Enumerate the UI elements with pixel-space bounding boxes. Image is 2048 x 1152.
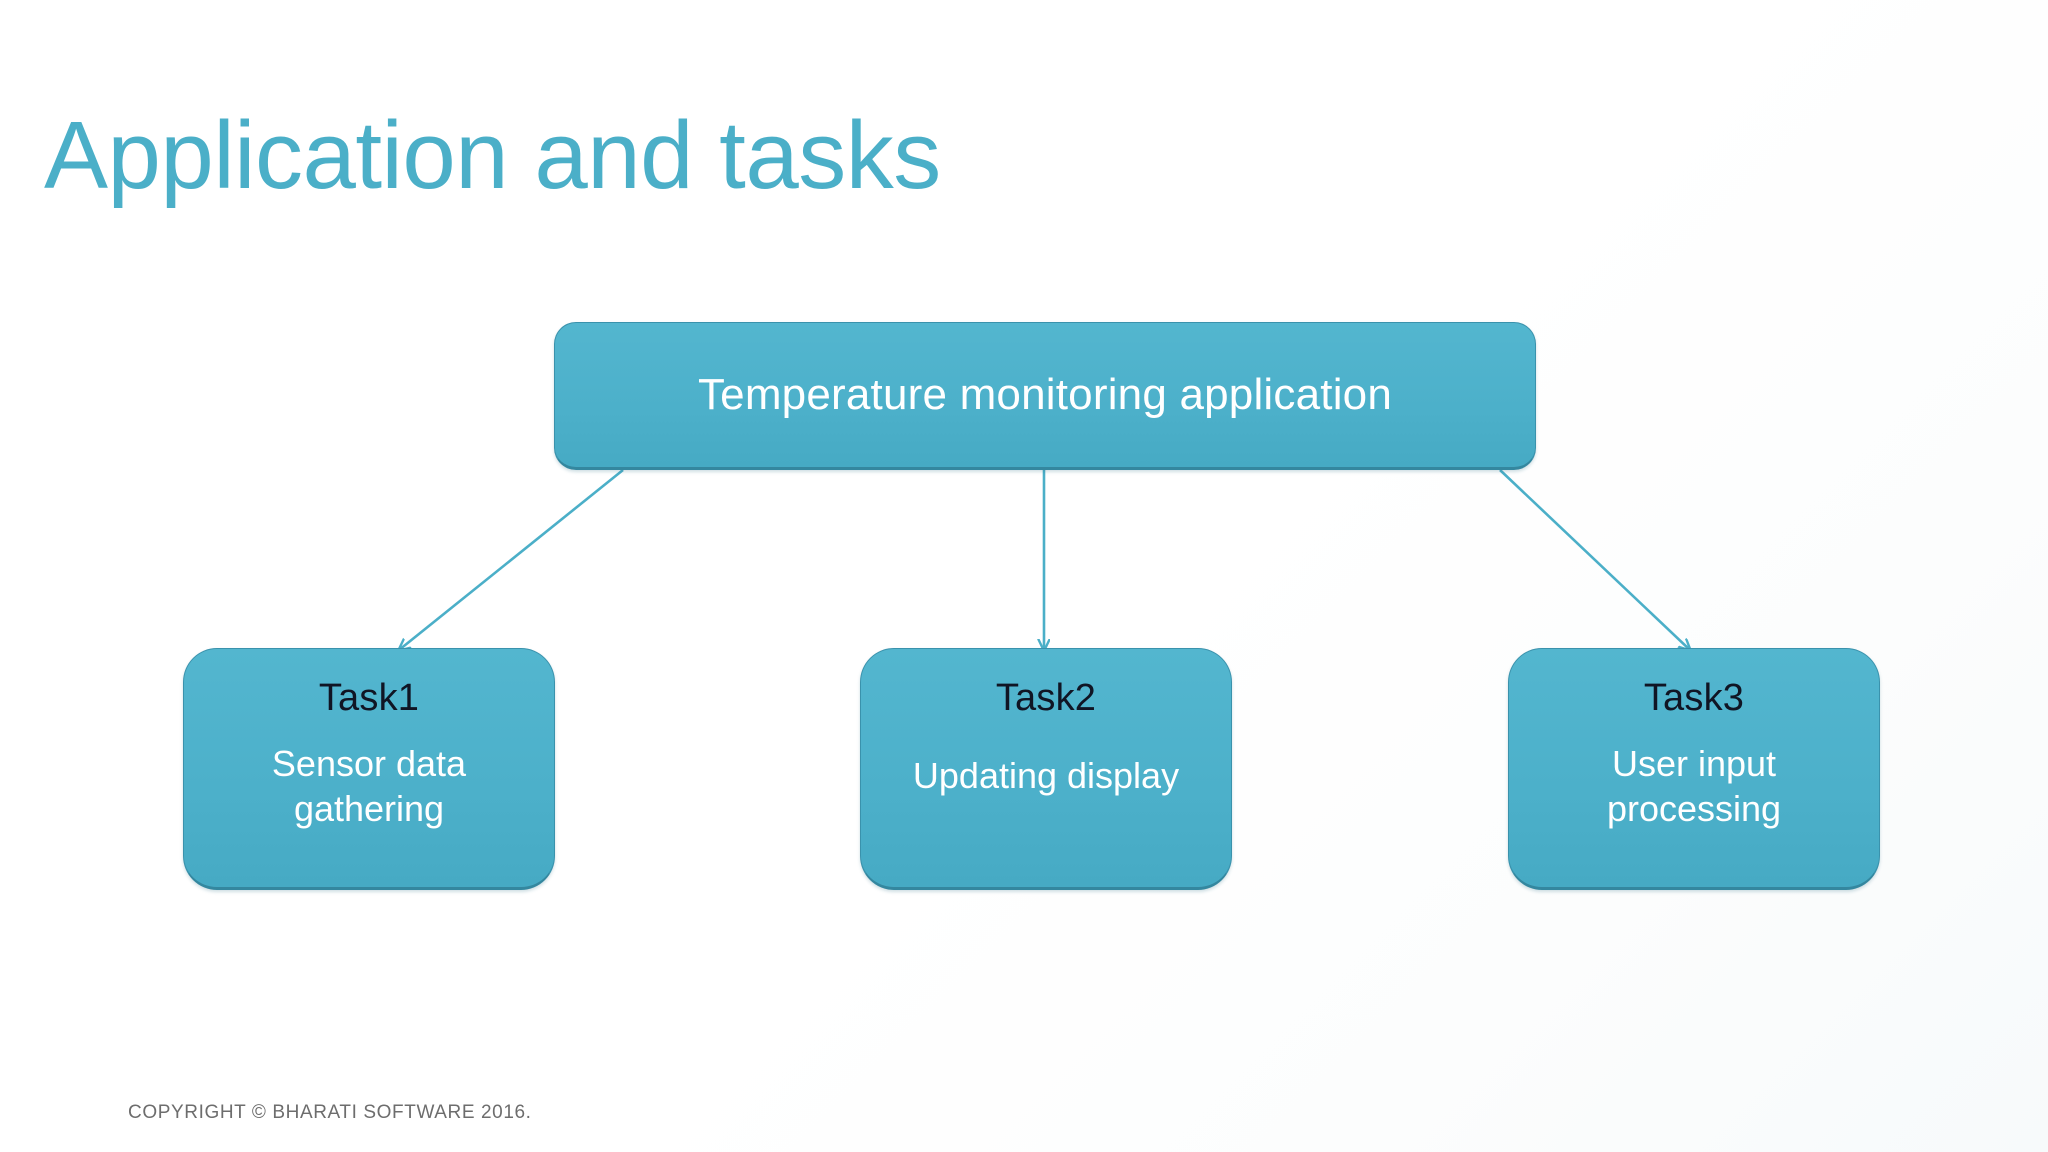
node-task2[interactable]: Task2 Updating display <box>860 648 1232 890</box>
node-task3-description: User input processing <box>1606 743 1782 829</box>
node-task1-description: Sensor data gathering <box>271 743 467 829</box>
node-task3-name: Task3 <box>1643 677 1745 719</box>
node-task1-name: Task1 <box>318 677 420 719</box>
node-task2-description: Updating display <box>912 755 1180 796</box>
page-title: Application and tasks <box>44 102 941 209</box>
connector-root-to-task1 <box>399 468 624 650</box>
node-task2-name: Task2 <box>995 677 1097 719</box>
footer-copyright: COPYRIGHT © BHARATI SOFTWARE 2016. <box>128 1102 532 1123</box>
node-task1[interactable]: Task1 Sensor data gathering <box>183 648 555 890</box>
node-temperature-monitoring-application[interactable]: Temperature monitoring application <box>554 322 1536 470</box>
connector-root-to-task3 <box>1499 469 1690 650</box>
node-root-label: Temperature monitoring application <box>697 370 1393 419</box>
node-task3[interactable]: Task3 User input processing <box>1508 648 1880 890</box>
